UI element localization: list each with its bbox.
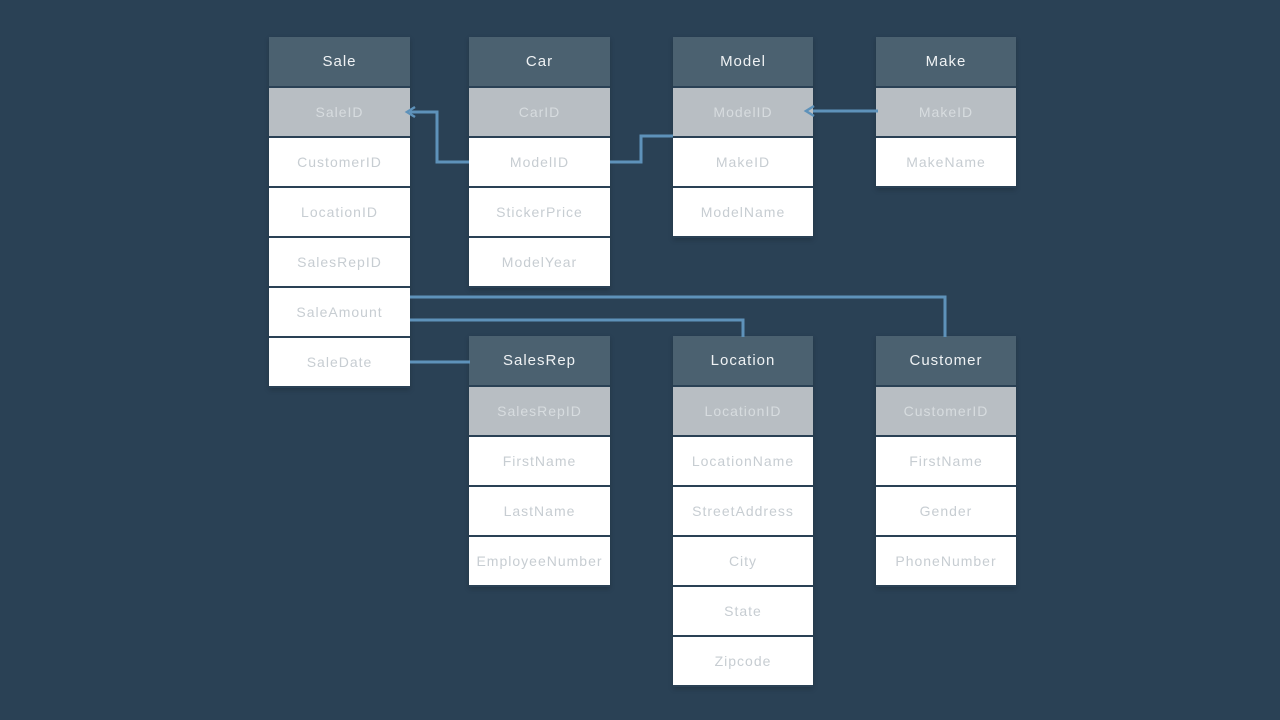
table-title: SalesRep xyxy=(469,336,610,385)
relationship-line-car-modelid-to-model xyxy=(610,134,673,164)
field-row: EmployeeNumber xyxy=(469,537,610,585)
field-row: MakeID xyxy=(673,138,813,186)
primary-key-row: CarID xyxy=(469,88,610,136)
field-row: City xyxy=(673,537,813,585)
field-row: PhoneNumber xyxy=(876,537,1016,585)
field-row: SaleAmount xyxy=(269,288,410,336)
table-title: Customer xyxy=(876,336,1016,385)
primary-key-row: LocationID xyxy=(673,387,813,435)
field-row: State xyxy=(673,587,813,635)
field-row: FirstName xyxy=(876,437,1016,485)
relationship-line-sale-saleid-to-car-modelid xyxy=(410,110,469,164)
table-title: Car xyxy=(469,37,610,86)
table-title: Sale xyxy=(269,37,410,86)
relationship-line-sale-to-location xyxy=(410,318,745,337)
primary-key-row: SalesRepID xyxy=(469,387,610,435)
field-row: ModelYear xyxy=(469,238,610,286)
field-row: LastName xyxy=(469,487,610,535)
field-row: ModelID xyxy=(469,138,610,186)
primary-key-row: MakeID xyxy=(876,88,1016,136)
primary-key-row: CustomerID xyxy=(876,387,1016,435)
field-row: Zipcode xyxy=(673,637,813,685)
primary-key-row: ModelID xyxy=(673,88,813,136)
field-row: ModelName xyxy=(673,188,813,236)
field-row: CustomerID xyxy=(269,138,410,186)
field-row: SaleDate xyxy=(269,338,410,386)
table-title: Location xyxy=(673,336,813,385)
field-row: LocationName xyxy=(673,437,813,485)
field-row: StreetAddress xyxy=(673,487,813,535)
field-row: MakeName xyxy=(876,138,1016,186)
field-row: FirstName xyxy=(469,437,610,485)
table-title: Make xyxy=(876,37,1016,86)
field-row: Gender xyxy=(876,487,1016,535)
relationship-line-sale-to-customer xyxy=(410,295,947,337)
table-title: Model xyxy=(673,37,813,86)
primary-key-row: SaleID xyxy=(269,88,410,136)
field-row: LocationID xyxy=(269,188,410,236)
field-row: StickerPrice xyxy=(469,188,610,236)
field-row: SalesRepID xyxy=(269,238,410,286)
